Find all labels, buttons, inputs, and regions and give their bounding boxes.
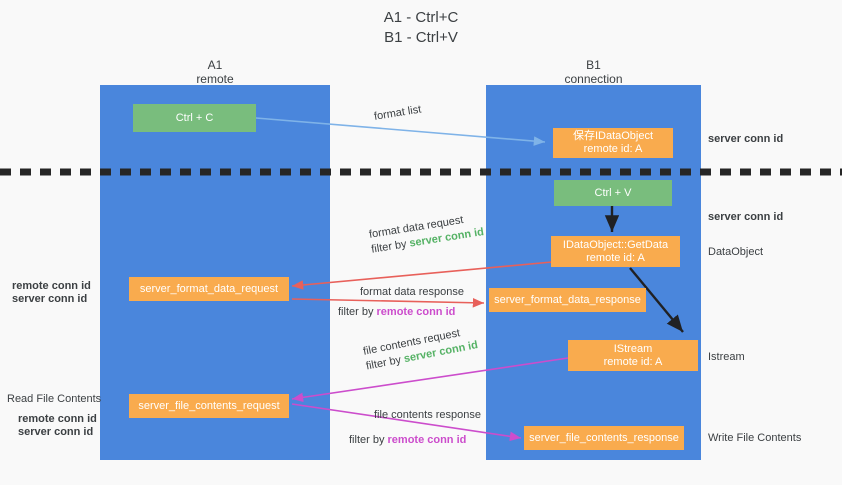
box-istream-line1: IStream [613, 342, 653, 355]
left-label-remote-conn-id-1: remote conn id [12, 280, 91, 292]
box-istream-line2: remote id: A [603, 355, 663, 368]
box-server-file-contents-response[interactable]: server_file_contents_response [524, 426, 684, 450]
filter-value-remote-conn-id: remote conn id [387, 434, 467, 446]
box-save-idataobject-line1: 保存IDataObject [572, 130, 654, 142]
box-idataobject-getdata[interactable]: IDataObject::GetData remote id: A [551, 236, 680, 267]
right-label-istream: Istream [708, 351, 745, 363]
right-label-data-object: DataObject [708, 246, 764, 258]
box-save-idataobject[interactable]: 保存IDataObject remote id: A [553, 128, 673, 158]
lane-header-a1: A1 remote [100, 58, 330, 86]
box-ctrl-c-label: Ctrl + C [175, 111, 214, 124]
right-label-server-conn-id-mid: server conn id [708, 211, 784, 223]
box-getdata-line1: IDataObject::GetData [562, 238, 669, 251]
lane-a1-sub: remote [196, 72, 234, 86]
box-ctrl-v-label: Ctrl + V [594, 186, 632, 199]
label-format-data-request: format data request filter by server con… [368, 210, 485, 257]
left-label-read-file-contents: Read File Contents [7, 393, 102, 405]
left-label-server-conn-id-2: server conn id [18, 426, 94, 438]
label-file-contents-response-filter: filter by remote conn id [349, 433, 466, 447]
box-getdata-line2: remote id: A [586, 251, 645, 264]
label-format-data-response-text: format data response [360, 286, 464, 298]
lane-b1-sub: connection [564, 72, 623, 86]
label-format-list-text: format list [373, 103, 423, 123]
label-file-contents-request: file contents request filter by server c… [362, 323, 479, 374]
filter-prefix: filter by [349, 434, 388, 446]
diagram-title: A1 - Ctrl+C B1 - Ctrl+V [0, 8, 842, 48]
box-save-idataobject-line2: remote id: A [583, 143, 643, 155]
lane-a1-name: A1 [207, 58, 223, 72]
label-format-list: format list [373, 103, 422, 125]
box-server-file-contents-response-label: server_file_contents_response [529, 431, 679, 444]
title-line-1: A1 - Ctrl+C [383, 9, 459, 26]
box-ctrl-c[interactable]: Ctrl + C [133, 104, 256, 132]
label-file-contents-response: file contents response [374, 408, 481, 422]
left-label-remote-conn-id-2: remote conn id [18, 413, 97, 425]
label-format-data-response-filter: filter by remote conn id [338, 305, 455, 319]
title-line-2: B1 - Ctrl+V [384, 29, 458, 46]
filter-value-remote-conn-id: remote conn id [376, 306, 456, 318]
left-label-server-conn-id-1: server conn id [12, 293, 88, 305]
label-format-data-response: format data response [360, 285, 464, 299]
box-server-format-data-response-label: server_format_data_response [494, 293, 641, 306]
box-server-format-data-response[interactable]: server_format_data_response [489, 288, 646, 312]
right-label-write-file-contents: Write File Contents [708, 432, 802, 444]
label-file-contents-response-text: file contents response [374, 409, 482, 421]
right-label-server-conn-id-top: server conn id [708, 133, 784, 145]
lane-header-b1: B1 connection [486, 58, 701, 86]
box-server-format-data-request[interactable]: server_format_data_request [129, 277, 289, 301]
box-ctrl-v[interactable]: Ctrl + V [554, 180, 672, 206]
lane-b1-name: B1 [586, 58, 601, 72]
box-istream[interactable]: IStream remote id: A [568, 340, 698, 371]
filter-prefix: filter by [338, 306, 377, 318]
box-server-file-contents-request[interactable]: server_file_contents_request [129, 394, 289, 418]
box-server-file-contents-request-label: server_file_contents_request [138, 399, 280, 412]
box-server-format-data-request-label: server_format_data_request [139, 282, 279, 295]
